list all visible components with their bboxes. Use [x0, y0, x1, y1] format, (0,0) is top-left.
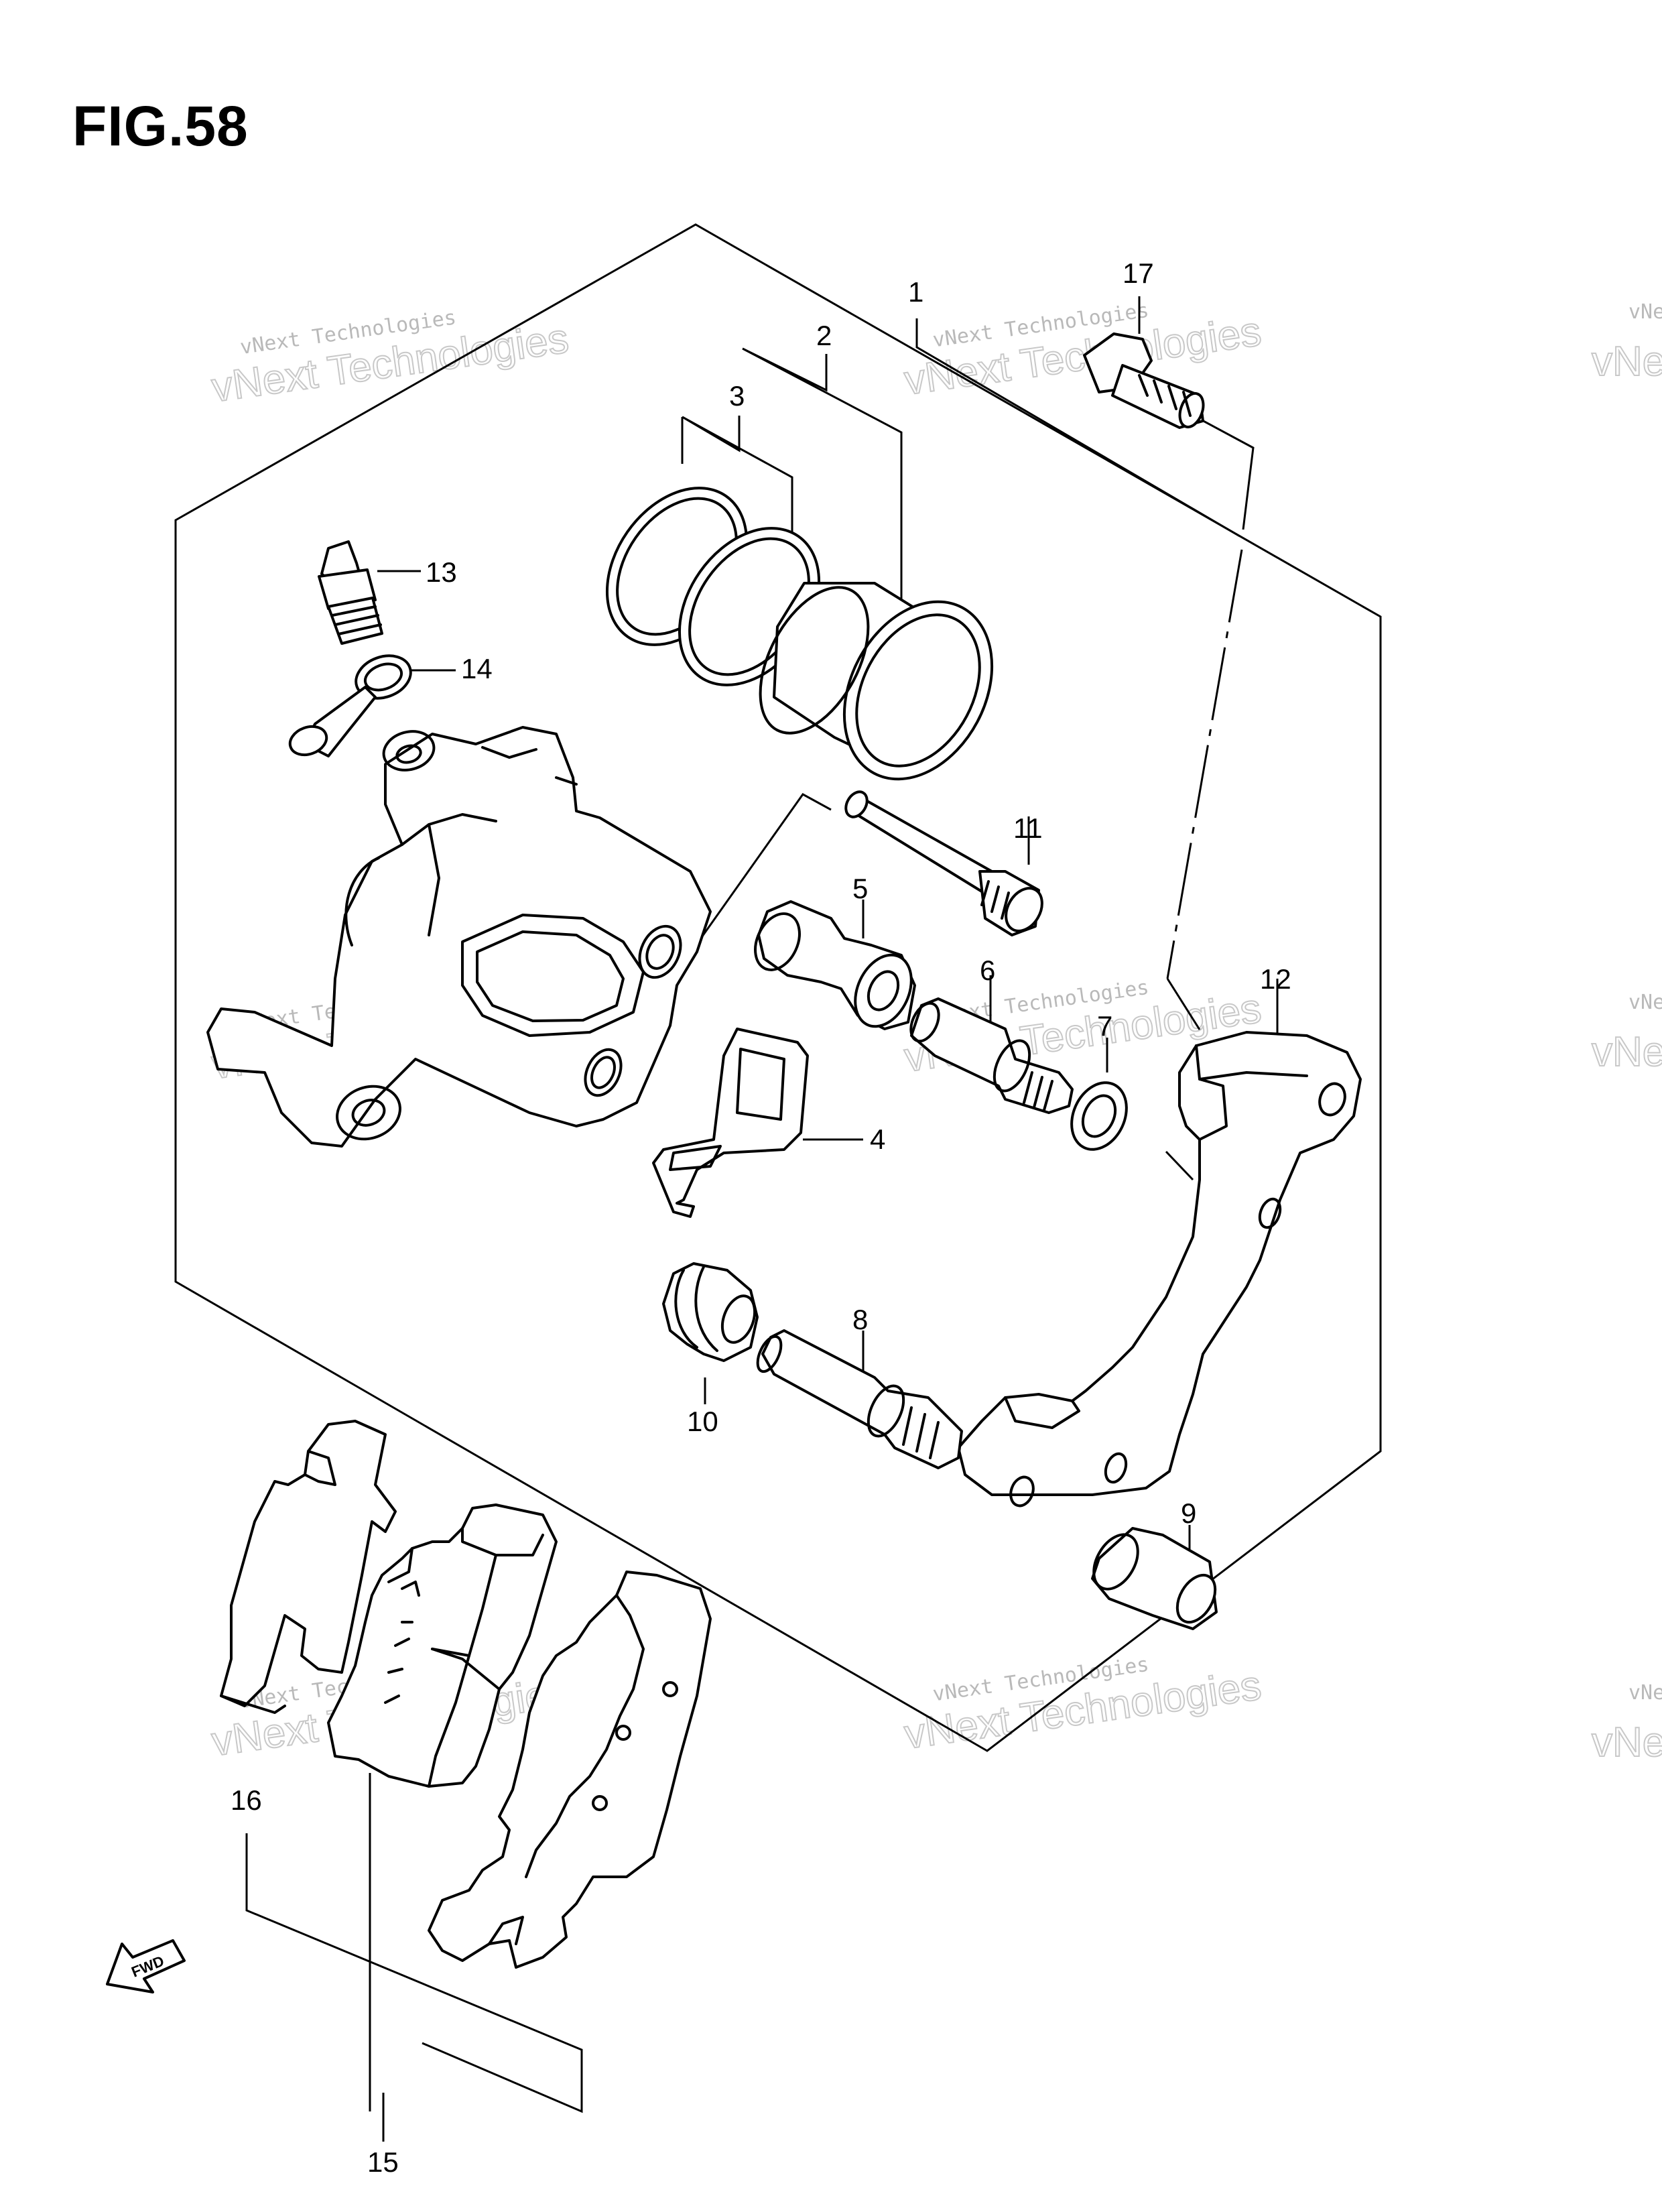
part-16-brake-pad [220, 1420, 397, 1714]
callout-3: 3 [729, 380, 745, 412]
callout-9: 9 [1181, 1497, 1196, 1529]
caliper-body [206, 726, 712, 1148]
callout-4: 4 [870, 1123, 885, 1155]
callout-8: 8 [852, 1304, 868, 1335]
watermark-text: vNext Technologies [1628, 1681, 1662, 1705]
callout-labels: 1 2 3 4 5 6 7 8 9 10 11 12 13 14 15 16 1… [231, 257, 1291, 2178]
callout-5: 5 [852, 873, 868, 904]
watermark-text: vNext Technologies [1592, 1719, 1662, 1766]
part-2-caliper-piston [759, 582, 994, 781]
part-10-boot [662, 1262, 759, 1362]
watermark-text: vNext Technologies [1592, 1029, 1662, 1075]
part-9-sleeve [1091, 1527, 1218, 1630]
part-8-sleeve-pin [756, 1329, 963, 1469]
leader-lines [245, 296, 1279, 2142]
callout-17: 17 [1123, 257, 1154, 289]
part-6-pin [909, 997, 1074, 1114]
callout-6: 6 [980, 955, 995, 986]
part-11-pin-bolt [844, 790, 1043, 936]
fwd-arrow-badge: FWD [106, 1939, 186, 1993]
watermark-text: vNext Technologies [1628, 991, 1662, 1014]
callout-13: 13 [426, 556, 457, 588]
assembly-outline [174, 223, 1382, 1752]
part-14-bleeder-cap [288, 654, 412, 757]
part-13-bleeder-screw [318, 540, 383, 645]
part-7-washer [1070, 1081, 1128, 1151]
callout-1: 1 [908, 276, 923, 308]
part-12-caliper-bracket [957, 1031, 1362, 1508]
callout-16: 16 [231, 1784, 262, 1816]
part-17-flange-bolt [1083, 332, 1205, 429]
callout-12: 12 [1260, 963, 1291, 995]
callout-15: 15 [367, 2146, 399, 2178]
part-4-pad-spring [652, 1028, 809, 1218]
part-15-shim-plate [428, 1571, 712, 1969]
part-5-boot [754, 900, 916, 1030]
callout-11: 11 [1013, 812, 1043, 844]
callout-7: 7 [1097, 1010, 1112, 1042]
watermark-text: vNext Technologies [1628, 300, 1662, 324]
watermark-text: vNext Technologies [1592, 339, 1662, 385]
callout-10: 10 [687, 1406, 718, 1437]
figure-title: FIG.58 [72, 95, 249, 158]
part-15-brake-pad [327, 1503, 558, 1788]
callout-14: 14 [461, 653, 493, 684]
callout-2: 2 [816, 320, 832, 351]
